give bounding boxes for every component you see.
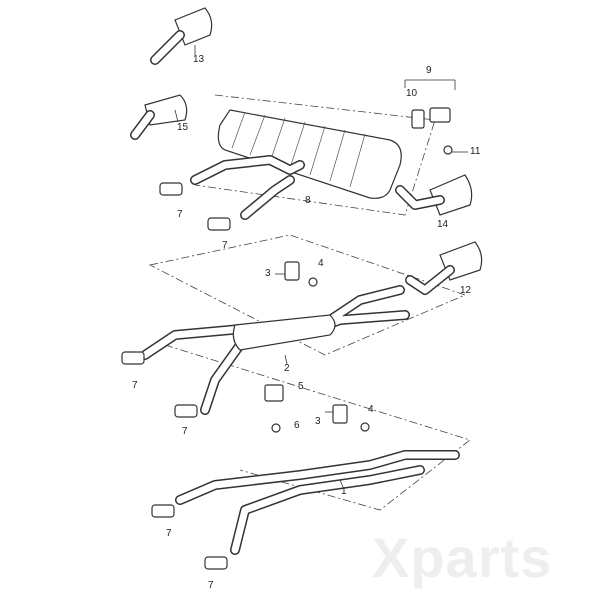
callout-2: 2	[284, 363, 290, 374]
assembly-outline-rear	[194, 94, 436, 216]
callout-14: 14	[437, 219, 449, 230]
callout-15: 15	[177, 122, 189, 133]
callout-3: 3	[315, 416, 321, 427]
tailpipe-trims	[130, 7, 483, 295]
callout-6: 6	[294, 420, 300, 431]
callout-3: 3	[265, 268, 271, 279]
rear-muffler	[217, 109, 402, 199]
clamps	[121, 107, 453, 570]
callout-7: 7	[222, 240, 228, 251]
center-silencer-pipe	[140, 285, 410, 415]
callout-7: 7	[177, 209, 183, 220]
watermark: Xparts	[372, 526, 553, 589]
callout-13: 13	[193, 54, 205, 65]
callout-8: 8	[305, 195, 311, 206]
callout-11: 11	[470, 146, 481, 157]
rear-intermediate-pipes	[190, 155, 305, 220]
callout-7: 7	[166, 528, 172, 539]
callout-10: 10	[406, 88, 418, 99]
front-pipe	[175, 450, 460, 555]
callout-5: 5	[298, 381, 304, 392]
callout-4: 4	[318, 258, 324, 269]
leader-lines	[174, 45, 468, 488]
callout-7: 7	[182, 426, 188, 437]
callout-1: 1	[341, 486, 347, 497]
callout-7: 7	[208, 580, 214, 591]
callout-12: 12	[460, 285, 472, 296]
callout-7: 7	[132, 380, 138, 391]
callout-9: 9	[426, 65, 432, 76]
callout-4: 4	[368, 404, 374, 415]
